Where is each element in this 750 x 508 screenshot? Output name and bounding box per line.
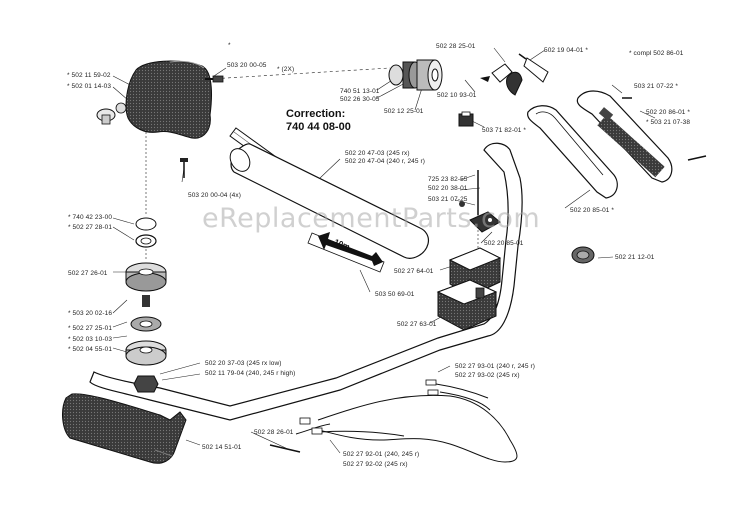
- part-label: 502 27 92-02 (245 rx): [343, 461, 408, 468]
- part-label: 502 28 25-01: [436, 43, 476, 50]
- part-label: 502 11 79-04 (240, 245 r high): [205, 370, 296, 377]
- part-label: 502 20 47-03 (245 rx): [345, 150, 410, 157]
- part-label: 740 51 13-01: [340, 88, 380, 95]
- handle-housing-left: [527, 105, 618, 199]
- part-label: 503 21 07-25: [428, 196, 468, 203]
- correction-title: Correction:: [286, 108, 346, 120]
- cover-screw: [205, 75, 224, 83]
- part-label: * 503 20 02-16: [68, 310, 113, 317]
- part-label: 502 27 26-01: [68, 270, 108, 277]
- part-label: 503 50 69-01: [375, 291, 415, 298]
- part-label: 503 20 00-04 (4x): [188, 192, 242, 199]
- gear-head-cover: [125, 60, 213, 139]
- part-label: 503 71 82-01 *: [482, 127, 527, 134]
- part-label: * compl 502 86-01: [629, 50, 684, 57]
- bolt: [459, 201, 465, 207]
- part-label: 502 27 92-01 (240, 245 r): [343, 451, 420, 458]
- wire-harness: [295, 383, 518, 463]
- part-label: * 502 27 28-01: [68, 224, 113, 231]
- part-label: 502 12 25-01: [384, 108, 424, 115]
- part-label: * 502 11 59-02: [67, 72, 111, 79]
- shaft-marking-decal: [307, 232, 385, 273]
- part-label: 502 10 93-01: [437, 92, 477, 99]
- part-label: 502 28 26-01: [254, 429, 294, 436]
- part-label: 502 20 85-01 *: [570, 207, 615, 214]
- screw-small: [180, 158, 188, 178]
- part-label: 502 27 93-01 (240 r, 245 r): [455, 363, 536, 370]
- part-label: 503 21 07-22 *: [634, 83, 679, 90]
- part-label: * 502 04 55-01: [68, 346, 113, 353]
- part-label: 502 14 51-01: [202, 444, 242, 451]
- part-label: * 502 27 25-01: [68, 325, 113, 332]
- handle-housing-right: [576, 90, 673, 183]
- wire-connectors: [269, 379, 439, 453]
- part-label: 502 27 64-01: [394, 268, 434, 275]
- throttle-trigger-parts: [480, 53, 549, 96]
- part-label: 503 20 00-05: [227, 62, 267, 69]
- part-label: 502 27 63-01: [397, 321, 437, 328]
- stop-switch: [458, 111, 474, 127]
- handle-grip: [62, 393, 187, 464]
- handle-clamp-bracket: [436, 247, 502, 331]
- part-label: 502 19 04-01 *: [544, 47, 589, 54]
- part-label: 502 20 38-01: [428, 185, 468, 192]
- part-label-top-star: *: [228, 42, 231, 49]
- part-label: * 502 01 14-03: [67, 83, 112, 90]
- watermark: eReplacementParts.com: [202, 203, 541, 234]
- part-label: * 503 21 07-38: [646, 119, 691, 126]
- part-label: 502 20 85-01: [484, 240, 524, 247]
- part-label: 502 20 37-03 (245 rx low): [205, 360, 282, 367]
- part-label: * 740 42 23-00: [68, 214, 113, 221]
- part-label: * (2X): [277, 66, 295, 73]
- small-screw: [622, 97, 707, 161]
- part-label: 502 20 47-04 (240 r, 245 r): [345, 158, 426, 165]
- shaft-tube: [229, 143, 430, 259]
- knob-part: [96, 102, 127, 125]
- part-label: 502 27 93-02 (245 rx): [455, 372, 520, 379]
- grip-cap: [571, 246, 595, 264]
- part-label: 502 26 30-05: [340, 96, 380, 103]
- part-label: 502 20 86-01 *: [646, 109, 691, 116]
- bearing-stack: [388, 59, 443, 91]
- gear-washer-stack: [125, 217, 167, 393]
- handle-bar-tube: [89, 142, 523, 421]
- part-label: 725 23 82-55: [428, 176, 468, 183]
- clamp-knob: [469, 170, 501, 233]
- correction-number: 740 44 08-00: [286, 121, 351, 133]
- part-label: * 502 03 10-03: [68, 336, 113, 343]
- part-label: 502 21 12-01: [615, 254, 655, 261]
